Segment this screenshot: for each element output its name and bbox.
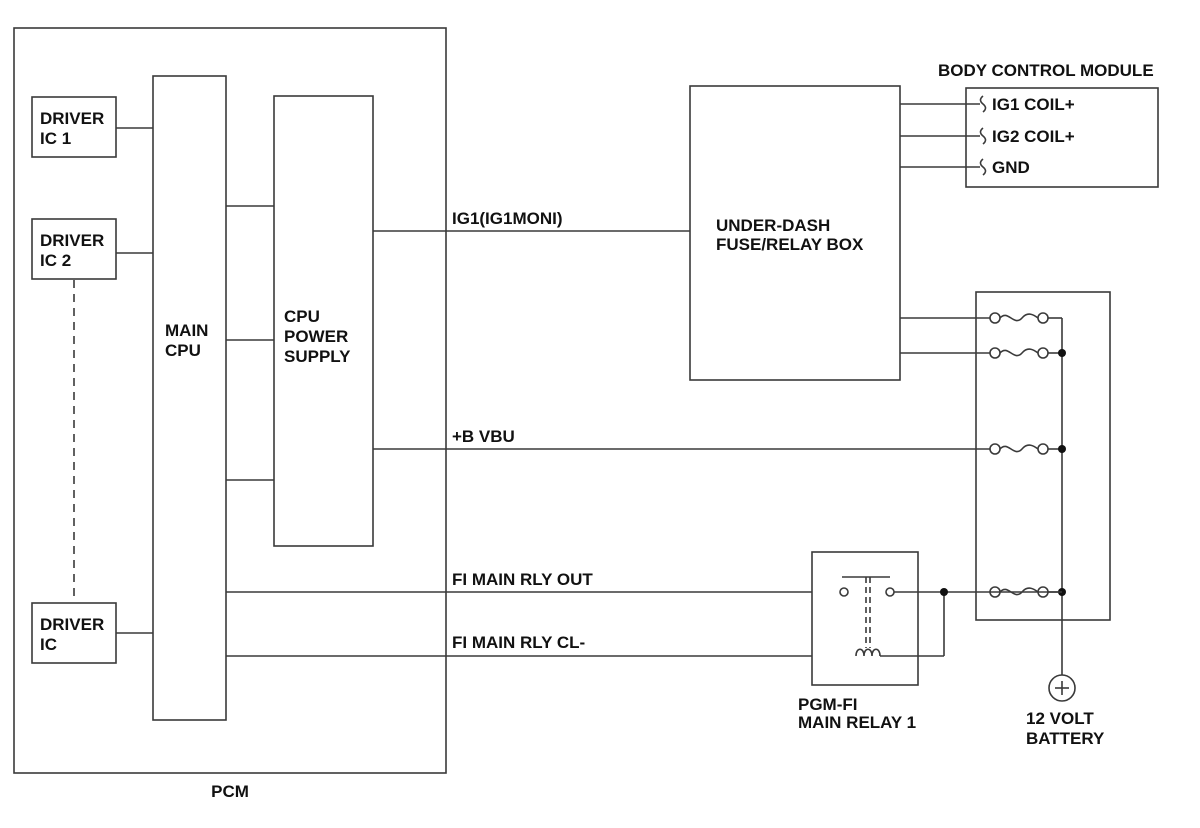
relay-label-1: PGM-FI <box>798 695 858 714</box>
main-relay-box <box>811 551 919 686</box>
relay-coil-icon <box>855 648 944 657</box>
driver-ic-1-label-2: IC 1 <box>40 129 71 148</box>
cpu-power-supply-label-2: POWER <box>284 327 348 346</box>
under-dash-fuse-box <box>689 85 901 381</box>
fuse-3-icon <box>989 443 1062 455</box>
driver-ic-2-box <box>31 218 117 280</box>
driver-ic-1-label-1: DRIVER <box>40 109 104 128</box>
bcm-pin-gnd: GND <box>992 158 1030 177</box>
junction-dot <box>1058 349 1066 357</box>
driver-ic-n-box <box>31 602 117 664</box>
driver-ic-2-label-1: DRIVER <box>40 231 104 250</box>
junction-dot <box>1058 445 1066 453</box>
bcm-connector-1-icon <box>979 95 987 113</box>
driver-ic-n-label-2: IC <box>40 635 57 654</box>
bcm-pin-ig1: IG1 COIL+ <box>992 95 1075 114</box>
junction-dot <box>940 588 948 596</box>
fuse-box-label-2: FUSE/RELAY BOX <box>716 235 864 254</box>
driver-ic-1-box <box>31 96 117 158</box>
battery-plus-icon <box>1048 674 1076 702</box>
driver-ic-n-label-1: DRIVER <box>40 615 104 634</box>
vbu-wire-label: +B VBU <box>452 427 515 446</box>
rly-cl-wire-label: FI MAIN RLY CL- <box>452 633 585 652</box>
relay-label-2: MAIN RELAY 1 <box>798 713 916 732</box>
pcm-label: PCM <box>211 782 249 801</box>
main-cpu-label-1: MAIN <box>165 321 208 340</box>
driver-ic-2-label-2: IC 2 <box>40 251 71 270</box>
bcm-pin-ig2: IG2 COIL+ <box>992 127 1075 146</box>
cpu-power-supply-box <box>273 95 374 547</box>
bcm-connector-2-icon <box>979 127 987 145</box>
ig1-wire-label: IG1(IG1MONI) <box>452 209 563 228</box>
rly-out-wire-label: FI MAIN RLY OUT <box>452 570 593 589</box>
fuse-block-box <box>975 291 1111 621</box>
battery-label-1: 12 VOLT <box>1026 709 1094 728</box>
cpu-power-supply-label-1: CPU <box>284 307 320 326</box>
main-cpu-label-2: CPU <box>165 341 201 360</box>
bcm-title: BODY CONTROL MODULE <box>938 61 1154 80</box>
fuse-1-icon <box>989 312 1062 324</box>
cpu-power-supply-label-3: SUPPLY <box>284 347 351 366</box>
bcm-box <box>965 87 1159 188</box>
battery-label-2: BATTERY <box>1026 729 1105 748</box>
main-cpu-box <box>152 75 227 721</box>
bcm-connector-3-icon <box>979 158 987 176</box>
fuse-box-label-1: UNDER-DASH <box>716 216 830 235</box>
fuse-2-icon <box>989 347 1062 359</box>
